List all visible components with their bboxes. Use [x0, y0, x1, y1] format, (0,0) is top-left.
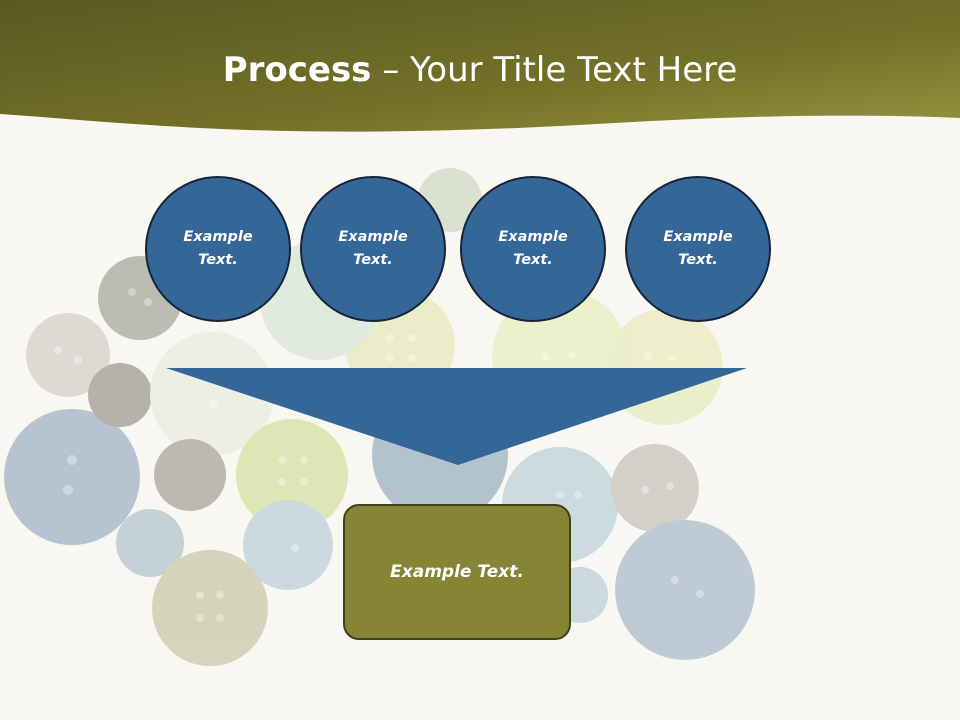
process-step-label: Example Text. — [498, 229, 568, 268]
title-rest: – Your Title Text Here — [371, 50, 738, 90]
process-step-circle-2: Example Text. — [300, 176, 446, 322]
process-step-circle-3: Example Text. — [460, 176, 606, 322]
title-bold: Process — [222, 50, 372, 90]
process-step-label: Example Text. — [663, 229, 733, 268]
header-band — [0, 0, 960, 132]
process-step-circle-4: Example Text. — [625, 176, 771, 322]
process-step-label: Example Text. — [338, 229, 408, 268]
process-step-circle-1: Example Text. — [145, 176, 291, 322]
result-box: Example Text. — [343, 504, 571, 640]
process-step-label: Example Text. — [183, 229, 253, 268]
result-label: Example Text. — [390, 562, 524, 582]
page-title: Process – Your Title Text Here — [0, 50, 960, 90]
